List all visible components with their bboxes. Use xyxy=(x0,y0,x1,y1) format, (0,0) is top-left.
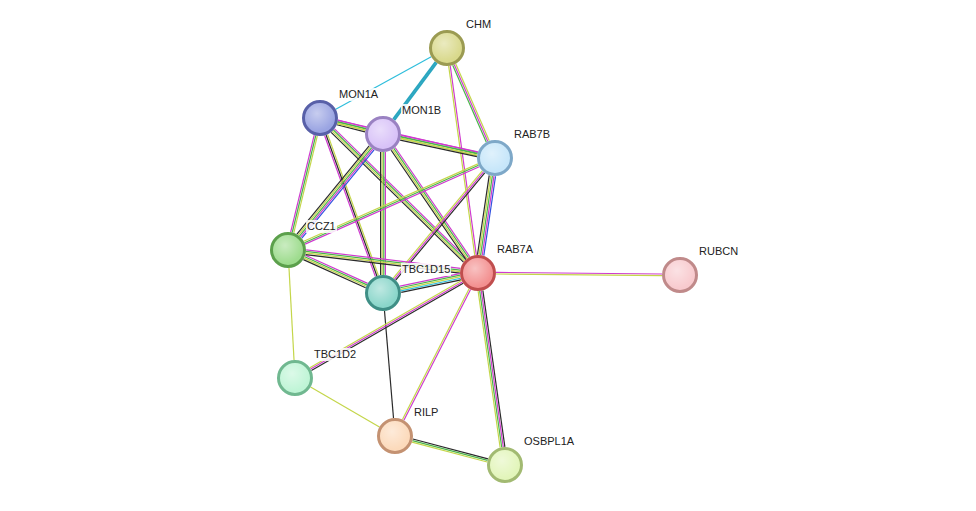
evidence-line xyxy=(303,260,365,288)
protein-node: TBC1D2 xyxy=(277,360,313,396)
evidence-line xyxy=(298,147,370,235)
evidence-line xyxy=(338,120,478,152)
evidence-line xyxy=(385,311,394,418)
protein-node: RAB7A xyxy=(460,255,496,291)
evidence-line xyxy=(331,132,463,262)
interaction-edge xyxy=(412,439,488,462)
node-circle xyxy=(365,116,401,152)
node-label: CHM xyxy=(465,18,492,31)
node-circle xyxy=(270,232,306,268)
evidence-line xyxy=(337,124,477,156)
protein-node: RUBCN xyxy=(662,257,698,293)
evidence-line xyxy=(400,140,477,156)
evidence-line xyxy=(496,274,662,276)
evidence-line xyxy=(482,176,494,255)
protein-node: TBC1D15 xyxy=(365,275,401,311)
evidence-line xyxy=(478,291,500,447)
node-circle xyxy=(487,447,523,483)
interaction-edge xyxy=(297,146,374,238)
node-circle xyxy=(429,30,465,66)
node-circle xyxy=(365,275,401,311)
node-circle xyxy=(302,100,338,136)
evidence-line xyxy=(338,122,478,154)
evidence-line xyxy=(400,139,477,155)
interaction-edge xyxy=(289,268,294,360)
interaction-edge xyxy=(337,120,478,155)
node-label: RAB7A xyxy=(496,243,534,256)
evidence-line xyxy=(311,387,380,427)
evidence-line xyxy=(401,137,478,153)
evidence-line xyxy=(302,150,374,238)
node-circle xyxy=(477,140,513,176)
node-circle xyxy=(277,360,313,396)
node-label: TBC1D2 xyxy=(313,348,357,361)
node-label: OSBPL1A xyxy=(523,435,575,448)
interaction-edge xyxy=(449,66,477,256)
evidence-line xyxy=(450,66,476,255)
evidence-line xyxy=(332,131,464,261)
evidence-line xyxy=(304,164,478,241)
evidence-line xyxy=(289,268,294,360)
node-label: RILP xyxy=(413,406,439,419)
evidence-line xyxy=(401,278,461,291)
evidence-line xyxy=(382,152,383,275)
evidence-line xyxy=(380,152,381,275)
node-circle xyxy=(377,418,413,454)
protein-node: RILP xyxy=(377,418,413,454)
evidence-line xyxy=(401,135,478,151)
node-label: RAB7B xyxy=(513,128,551,141)
evidence-line xyxy=(299,148,371,236)
node-label: MON1A xyxy=(338,88,379,101)
interaction-edge xyxy=(385,311,394,418)
interaction-edge xyxy=(304,164,479,244)
protein-node: RAB7B xyxy=(477,140,513,176)
interaction-edge xyxy=(477,175,495,255)
evidence-line xyxy=(383,152,384,275)
evidence-line xyxy=(301,149,373,237)
protein-node: MON1A xyxy=(302,100,338,136)
protein-node: CCZ1 xyxy=(270,232,306,268)
interaction-edge xyxy=(400,135,478,156)
interaction-edge xyxy=(453,64,490,142)
evidence-line xyxy=(412,442,487,462)
interaction-edge xyxy=(303,255,367,288)
evidence-line xyxy=(413,439,488,459)
evidence-line xyxy=(404,289,471,420)
protein-node: MON1B xyxy=(365,116,401,152)
evidence-line xyxy=(456,64,490,141)
protein-node: OSBPL1A xyxy=(487,447,523,483)
evidence-line xyxy=(449,66,475,255)
node-circle xyxy=(662,257,698,293)
evidence-line xyxy=(477,175,489,254)
interaction-edge xyxy=(478,290,505,447)
evidence-line xyxy=(479,176,491,255)
evidence-line xyxy=(304,258,366,286)
node-label: MON1B xyxy=(401,104,442,117)
evidence-line xyxy=(336,57,431,110)
evidence-line xyxy=(480,291,502,447)
node-label: TBC1D15 xyxy=(401,263,451,276)
node-label: RUBCN xyxy=(698,245,739,258)
interaction-edge xyxy=(496,272,662,275)
evidence-line xyxy=(401,277,461,290)
evidence-line xyxy=(385,152,386,275)
interaction-edge xyxy=(381,152,386,275)
protein-node: CHM xyxy=(429,30,465,66)
evidence-line xyxy=(402,289,469,420)
evidence-line xyxy=(483,290,505,446)
evidence-line xyxy=(481,291,503,447)
interaction-edge xyxy=(336,57,431,110)
interaction-edge xyxy=(402,289,470,421)
interaction-edge xyxy=(311,387,380,427)
evidence-line xyxy=(484,176,496,255)
node-circle xyxy=(460,255,496,291)
evidence-line xyxy=(412,441,487,461)
node-label: CCZ1 xyxy=(306,220,337,233)
evidence-line xyxy=(481,176,493,255)
evidence-line xyxy=(392,149,467,258)
evidence-line xyxy=(304,165,478,242)
